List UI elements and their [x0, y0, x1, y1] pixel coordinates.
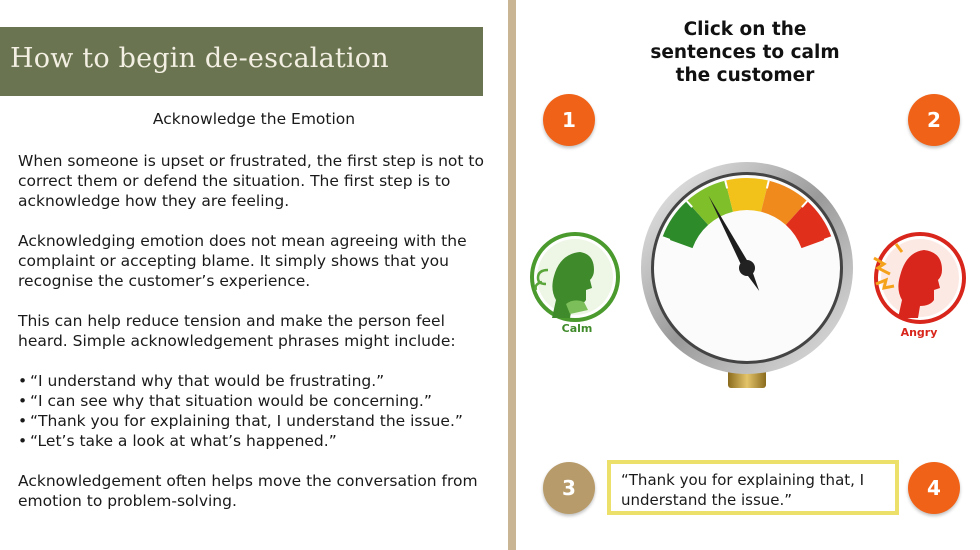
gauge-band: [662, 201, 709, 249]
bullet-icon: •: [18, 372, 28, 390]
marker-1-button[interactable]: 1: [543, 94, 595, 146]
instruction-text: Click on the sentences to calm the custo…: [650, 19, 840, 86]
marker-2-button[interactable]: 2: [908, 94, 960, 146]
bullet-icon: •: [18, 392, 28, 410]
list-item: •“I can see why that situation would be …: [18, 391, 498, 411]
marker-3-button[interactable]: 3: [543, 462, 595, 514]
paragraph-4: Acknowledgement often helps move the con…: [18, 472, 478, 510]
phrase-text: “I can see why that situation would be c…: [30, 392, 432, 410]
gauge-tick: [686, 200, 693, 208]
gauge-tick: [724, 180, 729, 189]
section-subheading: Acknowledge the Emotion: [152, 110, 356, 128]
gauge-band: [725, 178, 769, 212]
paragraph-2: Acknowledging emotion does not mean agre…: [18, 232, 467, 290]
gauge-tick: [765, 180, 770, 189]
marker-4-button[interactable]: 4: [908, 462, 960, 514]
bullet-icon: •: [18, 412, 28, 430]
gauge-band: [686, 180, 733, 225]
bullet-icon: •: [18, 432, 28, 450]
paragraph-1: When someone is upset or frustrated, the…: [18, 152, 484, 210]
phrase-text: “Thank you for explaining that, I unders…: [30, 412, 463, 430]
calm-label: Calm: [561, 322, 593, 335]
phrase-text: “Let’s take a look at what’s happened.”: [30, 432, 337, 450]
sentence-option[interactable]: “Thank you for explaining that, I unders…: [607, 460, 899, 515]
list-item: •“I understand why that would be frustra…: [18, 371, 498, 391]
gauge-band: [785, 201, 832, 249]
gauge-scale: [662, 178, 832, 249]
phrase-text: “I understand why that would be frustrat…: [30, 372, 385, 390]
title-banner: How to begin de-escalation: [0, 27, 483, 96]
page-title: How to begin de-escalation: [10, 43, 389, 74]
gauge-tick: [662, 236, 671, 241]
gauge-band: [761, 180, 808, 225]
needle-pivot: [739, 260, 755, 276]
paragraph-3: This can help reduce tension and make th…: [18, 312, 456, 350]
gauge-tick: [823, 236, 832, 241]
angry-face-icon: [873, 232, 966, 324]
calm-face-icon: [530, 232, 620, 322]
list-item: •“Thank you for explaining that, I under…: [18, 411, 498, 431]
phrase-list: •“I understand why that would be frustra…: [18, 371, 498, 451]
angry-label: Angry: [900, 326, 938, 339]
gauge-tick: [801, 200, 808, 208]
emotion-gauge: [641, 162, 853, 388]
panel-divider: [508, 0, 516, 550]
list-item: •“Let’s take a look at what’s happened.”: [18, 431, 498, 451]
